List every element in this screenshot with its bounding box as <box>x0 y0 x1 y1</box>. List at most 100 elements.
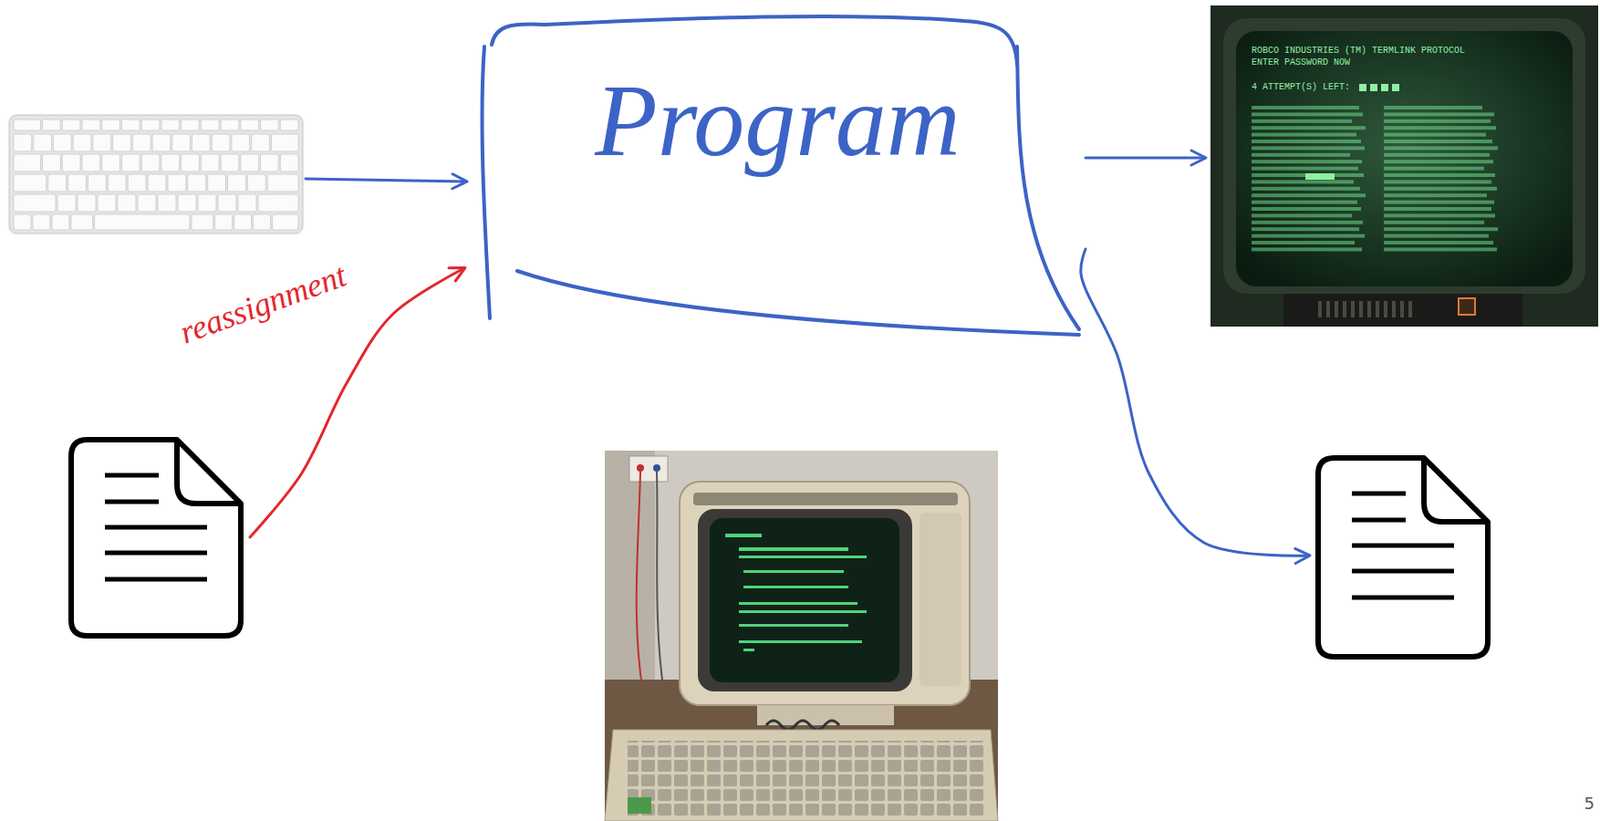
keyboard-key <box>267 174 299 192</box>
terminal-vent <box>1367 301 1372 318</box>
memory-dump-row <box>1383 159 1494 164</box>
keyboard-key <box>113 134 132 152</box>
keyboard-key <box>13 154 42 172</box>
keyboard-key <box>52 134 72 152</box>
memory-dump-row <box>1383 234 1489 239</box>
document-text-line <box>1351 543 1455 549</box>
keyboard-key <box>258 194 299 212</box>
keyboard-key <box>62 154 81 172</box>
terminal-bezel <box>1223 18 1586 294</box>
memory-dump-row <box>1383 193 1487 198</box>
connector-arrow <box>1085 156 1206 160</box>
keyboard-key <box>260 154 280 172</box>
keyboard-key <box>137 194 156 212</box>
keyboard-key <box>82 154 101 172</box>
attempt-square <box>1370 83 1378 92</box>
terminal-prompt: ENTER PASSWORD NOW <box>1251 57 1351 69</box>
terminal-base <box>1283 293 1523 327</box>
keyboard-key <box>77 194 96 212</box>
memory-dump-row <box>1251 125 1366 130</box>
terminal-header: ROBCO INDUSTRIES (TM) TERMLINK PROTOCOL <box>1251 45 1465 57</box>
keyboard-key <box>48 174 67 192</box>
keyboard-body <box>9 114 303 234</box>
memory-dump-row <box>1251 207 1362 211</box>
terminal-vent <box>1383 301 1388 318</box>
terminal-vent <box>1350 301 1355 318</box>
keyboard-key <box>161 154 180 172</box>
keyboard-key <box>62 119 81 131</box>
keyboard-key <box>207 174 227 192</box>
keyboard-key <box>251 134 271 152</box>
memory-dump-row <box>1251 159 1362 164</box>
document-text-line <box>104 577 208 582</box>
terminal-button <box>1458 298 1476 315</box>
output-file-icon-graphic <box>1314 455 1492 660</box>
screen-line <box>738 547 849 551</box>
keyboard-key <box>231 134 250 152</box>
keyboard-key <box>127 174 146 192</box>
crt-terminal-screen: ROBCO INDUSTRIES (TM) TERMLINK PROTOCOLE… <box>1210 5 1599 327</box>
keyboard-key <box>68 174 87 192</box>
memory-dump-row <box>1251 139 1362 144</box>
terminal-body <box>1210 5 1599 327</box>
keyboard-key <box>102 154 121 172</box>
memory-dump-row <box>1383 200 1495 205</box>
document-text-line <box>1351 595 1455 601</box>
keyboard-key <box>181 119 200 131</box>
keyboard-key <box>87 174 106 192</box>
memory-dump-row <box>1251 119 1352 124</box>
hand-drawn-outline <box>1017 46 1080 330</box>
keyboard-key <box>270 134 299 152</box>
keyboard-key <box>32 214 51 230</box>
keyboard-key <box>93 134 112 152</box>
coiled-cable <box>766 720 840 730</box>
output-file-icon <box>1314 455 1492 660</box>
keyboard-key <box>228 174 247 192</box>
keyboard-key <box>280 154 299 172</box>
keyboard-key <box>42 119 62 131</box>
outlet-socket <box>636 464 645 472</box>
keyboard-key <box>147 174 167 192</box>
keyboard-key <box>177 194 197 212</box>
screen-line <box>743 648 755 652</box>
memory-dump-row <box>1383 145 1498 150</box>
memory-dump-row <box>1383 173 1496 177</box>
terminal-vent <box>1342 301 1347 318</box>
terminal-attempts: 4 ATTEMPT(S) LEFT: <box>1251 82 1351 94</box>
memory-dump-row <box>1251 193 1366 198</box>
screen-line <box>743 585 849 589</box>
document-outline <box>71 439 241 636</box>
keyboard-key <box>141 119 160 131</box>
memory-dump-row <box>1383 119 1491 124</box>
monitor-top-strip <box>693 492 958 506</box>
memory-dump-row <box>1383 220 1485 225</box>
keyboard-key <box>152 134 171 152</box>
keyboard-key <box>161 119 180 131</box>
keyboard-key <box>200 119 219 131</box>
memory-dump-row <box>1251 234 1365 239</box>
keyboard-key <box>33 134 52 152</box>
keyboard-key <box>42 154 62 172</box>
keyboard-key <box>51 214 70 230</box>
highlight-cursor <box>1305 173 1335 180</box>
keyboard-key <box>240 119 260 131</box>
memory-dump-row <box>1383 153 1490 157</box>
document-text-line <box>1351 491 1406 497</box>
keyboard-key <box>234 214 252 230</box>
document-text-line <box>104 499 159 505</box>
keyboard-key <box>215 214 233 230</box>
keyboard-key <box>197 194 217 212</box>
keyboard-key <box>72 134 92 152</box>
memory-dump-row <box>1251 105 1360 110</box>
memory-dump-row <box>1383 112 1495 116</box>
keyboard-sticker <box>627 797 652 814</box>
keyboard-key <box>191 214 214 230</box>
keyboard-key <box>97 194 116 212</box>
memory-dump-row <box>1383 179 1492 184</box>
keyboard-key <box>13 194 56 212</box>
input-file-icon-graphic <box>67 436 245 639</box>
keyboard-key <box>117 194 136 212</box>
memory-dump-row <box>1251 166 1359 171</box>
keyboard-key <box>102 119 121 131</box>
attempt-square <box>1359 83 1367 92</box>
